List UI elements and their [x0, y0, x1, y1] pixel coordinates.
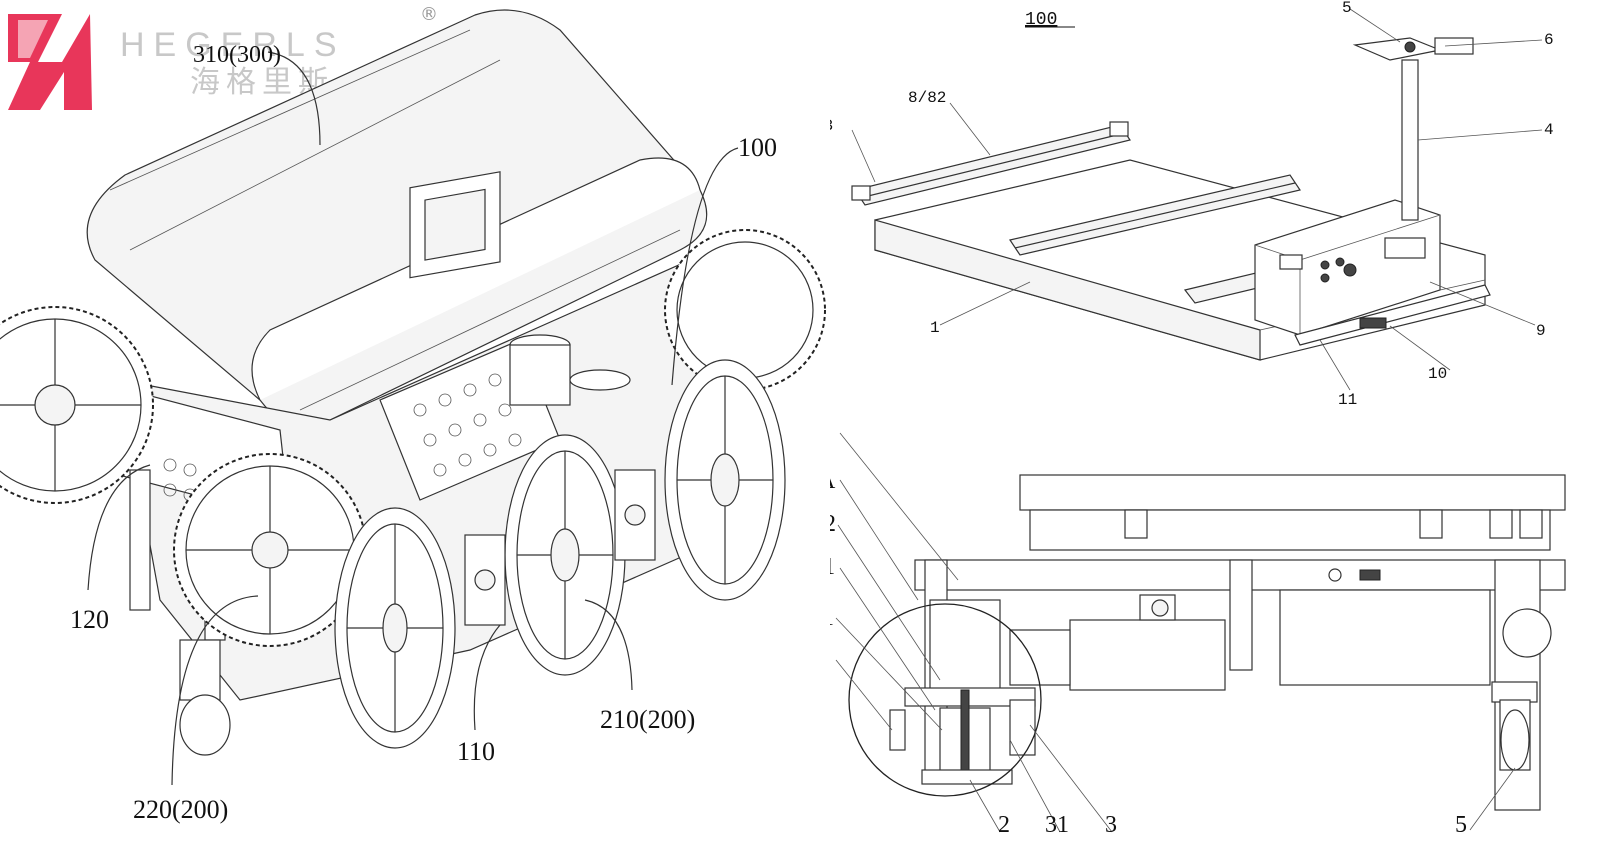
leader-10: [1389, 325, 1451, 371]
label-1: 1: [930, 319, 940, 337]
leader-4: [835, 659, 893, 731]
leader-120: [87, 464, 151, 591]
leader-9: [1429, 281, 1536, 326]
leader-8-82: [949, 102, 991, 156]
label-6: 6: [1544, 31, 1554, 49]
bumper-bar: [1294, 284, 1491, 346]
control-box: [1254, 199, 1441, 336]
leader-4: [1417, 129, 1543, 141]
leader-310: [267, 51, 321, 146]
label-21: 21: [830, 605, 834, 631]
label-8-82: 8/82: [908, 89, 946, 107]
leader-1: [939, 281, 1031, 326]
leader-110: [473, 624, 501, 731]
caster-wheel: [179, 639, 231, 756]
rail-right: [1009, 174, 1301, 256]
label-4: 4: [1544, 121, 1554, 139]
bottom-right-figure-drawing: 1 A 12 11 21 4 2 31 3 5: [830, 432, 1566, 838]
rail-left: [851, 121, 1131, 206]
leader-6: [1444, 39, 1543, 47]
label-5: 5: [1342, 0, 1352, 17]
caster-5: [1491, 608, 1552, 771]
label-210-200: 210(200): [600, 705, 695, 734]
leader-1: [839, 432, 959, 581]
leader-11: [839, 567, 936, 711]
drive-wheel-3: [664, 359, 786, 601]
top-deck: [1019, 474, 1566, 551]
figure-title-100: 100: [1025, 10, 1057, 30]
gear-wheel-front: [173, 453, 367, 647]
leader-220: [171, 595, 259, 786]
logo-brand-latin: HEGERLS: [120, 26, 346, 64]
top-right-figure: 100: [830, 0, 1612, 420]
bottom-right-figure: 1 A 12 11 21 4 2 31 3 5: [830, 420, 1612, 859]
label-9: 9: [1536, 322, 1546, 340]
gear-wheel-left: [0, 306, 154, 504]
label-12: 12: [830, 511, 836, 537]
leader-2: [969, 779, 1001, 833]
leader-210: [584, 599, 633, 691]
mast-post: [1352, 37, 1474, 221]
leader-21: [835, 617, 943, 731]
label-2: 2: [998, 812, 1010, 838]
label-310-300: 310(300): [193, 42, 281, 68]
label-10: 10: [1428, 365, 1447, 383]
leader-3: [1029, 724, 1113, 833]
label-100: 100: [738, 133, 777, 162]
detail-circle-a: [848, 603, 1042, 797]
leader-12: [837, 524, 941, 681]
label-120: 120: [70, 605, 109, 634]
label-110: 110: [457, 737, 495, 766]
left-figure-drawing: HEGERLS 海格里斯 ®: [0, 4, 826, 824]
leader-5: [1469, 767, 1516, 831]
leader-11: [1319, 339, 1351, 391]
drive-wheel-2: [504, 434, 626, 676]
drive-wheel-1: [334, 507, 456, 749]
leader-100: [671, 147, 739, 386]
label-3: 3: [1105, 812, 1117, 838]
label-31: 31: [1045, 812, 1069, 838]
left-figure: HEGERLS 海格里斯 ®: [0, 4, 826, 824]
label-83: 83: [830, 117, 833, 135]
label-11: 11: [830, 554, 835, 580]
label-220-200: 220(200): [133, 795, 228, 824]
top-conveyor-body: [86, 9, 708, 428]
leader-83: [851, 129, 876, 183]
drive-motor: [1009, 594, 1226, 691]
leader-5: [1349, 8, 1401, 43]
leader-31: [1009, 739, 1061, 833]
gear-wheel-right-rear: [664, 229, 826, 391]
label-a: A: [830, 468, 836, 494]
logo-registered-mark: ®: [420, 4, 438, 25]
sensor-10: [1359, 317, 1387, 329]
rail-assembly: [889, 599, 1036, 785]
label-5: 5: [1455, 812, 1467, 838]
top-right-figure-drawing: 100: [830, 0, 1554, 409]
perforated-plate: [413, 373, 522, 477]
leader-a: [839, 479, 919, 601]
label-11: 11: [1338, 391, 1357, 409]
